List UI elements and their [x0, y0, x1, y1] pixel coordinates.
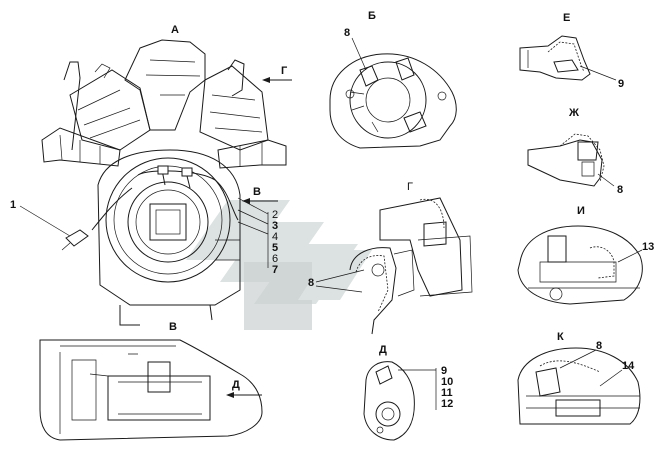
callout-9-d: 9	[441, 365, 448, 377]
callout-8-zh: 8	[617, 184, 624, 196]
view-label-d: Д	[379, 344, 387, 356]
callout-10: 10	[441, 376, 454, 388]
view-arrow-label-g: Г	[281, 65, 288, 77]
callout-5: 5	[272, 242, 279, 254]
view-label-b: Б	[368, 10, 376, 22]
view-label-a: А	[171, 24, 179, 36]
view-i-drawing	[517, 225, 643, 305]
view-zh-drawing	[527, 133, 615, 187]
view-label-e: Е	[563, 12, 571, 24]
view-label-i: И	[577, 205, 585, 217]
callout-stack-d: 9 10 11 12	[441, 366, 453, 410]
callout-13: 13	[642, 241, 655, 253]
view-v-drawing	[39, 339, 263, 441]
engine-front-view	[19, 39, 292, 326]
callout-9-e: 9	[618, 78, 625, 90]
callout-4: 4	[272, 231, 279, 243]
view-label-zh: Ж	[569, 107, 579, 119]
callout-8-b: 8	[344, 27, 351, 39]
callout-6: 6	[272, 253, 279, 265]
view-d-drawing	[363, 361, 437, 441]
callout-8-k: 8	[596, 340, 603, 352]
callout-7: 7	[272, 264, 279, 276]
view-k-drawing	[517, 347, 641, 425]
callout-12: 12	[441, 398, 454, 410]
callout-3: 3	[272, 220, 279, 232]
callout-14: 14	[622, 360, 635, 372]
watermark-logo-icon	[186, 200, 372, 330]
view-label-g: Г	[407, 181, 413, 193]
view-arrow-label-d: Д	[232, 379, 240, 391]
callout-1: 1	[10, 199, 17, 211]
callout-11: 11	[441, 387, 453, 399]
view-b-drawing	[329, 37, 457, 149]
view-e-drawing	[519, 35, 617, 81]
callout-2: 2	[272, 209, 279, 221]
callout-8-g: 8	[308, 277, 315, 289]
callout-stack-main: 2 3 4 5 6 7	[272, 210, 278, 276]
view-label-v: В	[169, 321, 177, 333]
view-g-drawing	[315, 197, 473, 335]
view-arrow-label-v: В	[253, 186, 261, 198]
view-label-k: К	[557, 331, 564, 343]
